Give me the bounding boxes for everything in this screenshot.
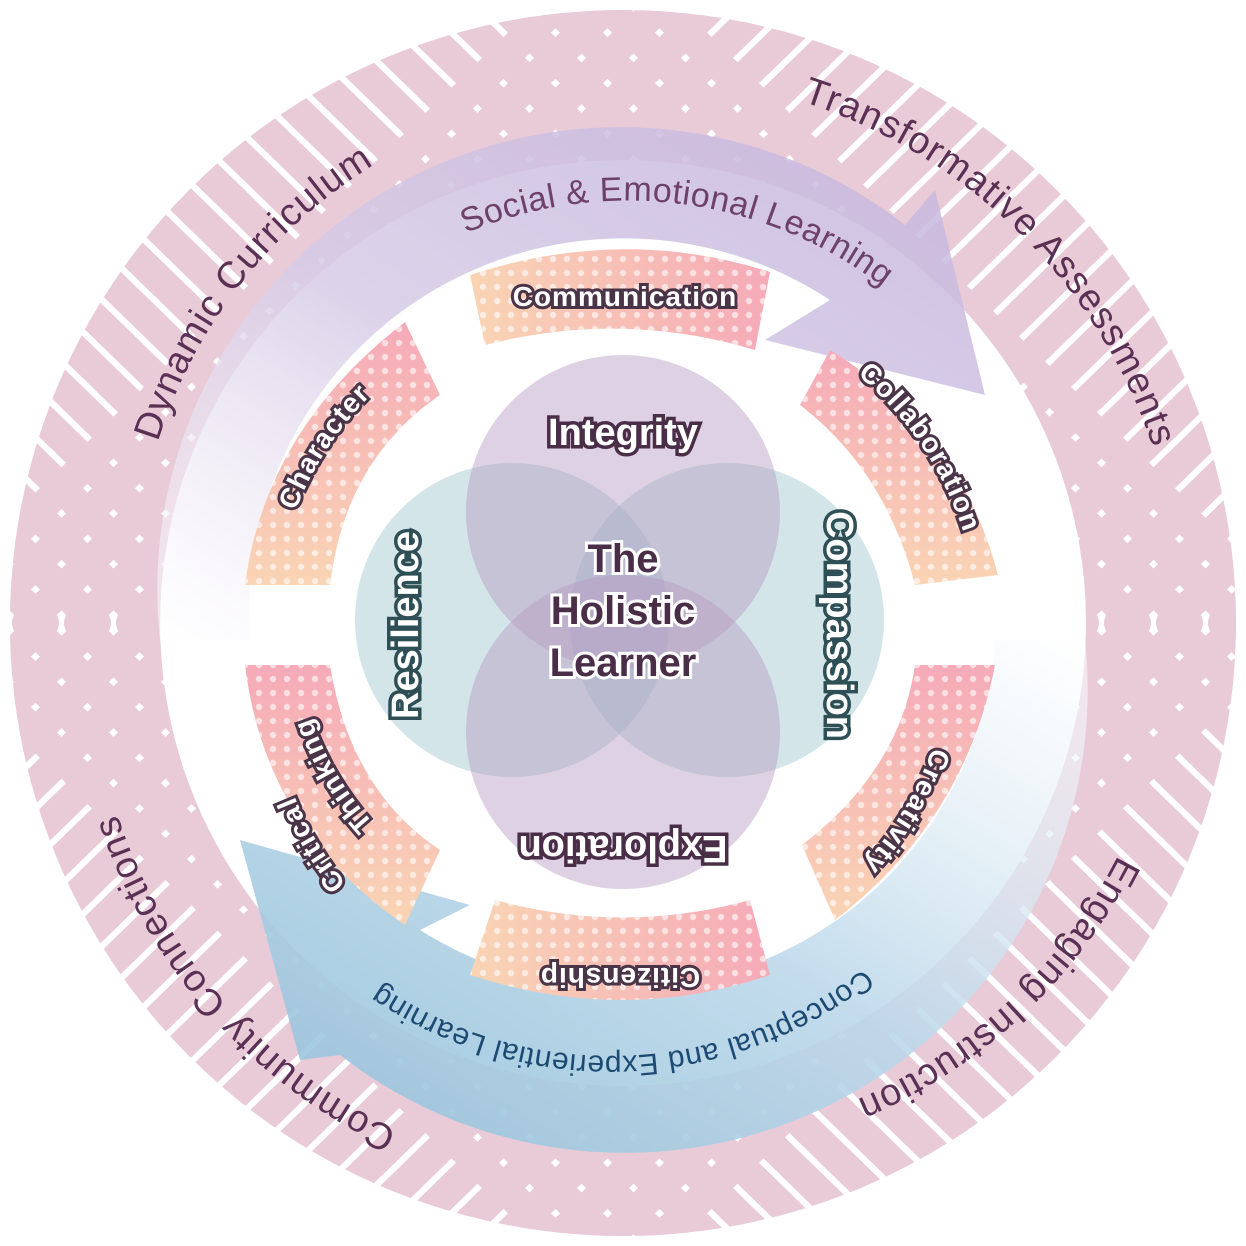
decorative-stripe xyxy=(9,10,578,638)
venn xyxy=(355,355,884,889)
decorative-stripe xyxy=(1104,10,1236,638)
center-title-line2: Holistic xyxy=(551,589,695,633)
decorative-stripe xyxy=(1000,608,1236,1236)
circle-label-exploration: Exploration xyxy=(518,827,727,869)
circle-label-compassion: Compassion xyxy=(818,511,860,739)
decorative-stripe xyxy=(1000,10,1236,638)
circle-label-integrity: Integrity xyxy=(548,412,698,454)
circle-left xyxy=(355,463,669,777)
circle-top xyxy=(466,355,780,669)
competency-ring xyxy=(245,249,998,1000)
center-title-line1: The xyxy=(587,537,658,581)
decorative-stripe xyxy=(9,608,578,1236)
circle-right xyxy=(570,463,884,777)
decorative-stripe xyxy=(1104,608,1236,1236)
center-title-line3: Learner xyxy=(550,641,697,685)
segment-label-communication: Communication xyxy=(513,281,738,312)
segment-label-citizenship: Citizenship xyxy=(540,962,700,993)
decorative-stripe xyxy=(1052,608,1236,1236)
cel-arrow xyxy=(240,640,1088,1153)
circle-label-resilience: Resilience xyxy=(385,531,427,719)
circle-bottom xyxy=(466,575,780,889)
sel-arrow xyxy=(157,127,986,641)
decorative-stripe xyxy=(1052,10,1236,638)
